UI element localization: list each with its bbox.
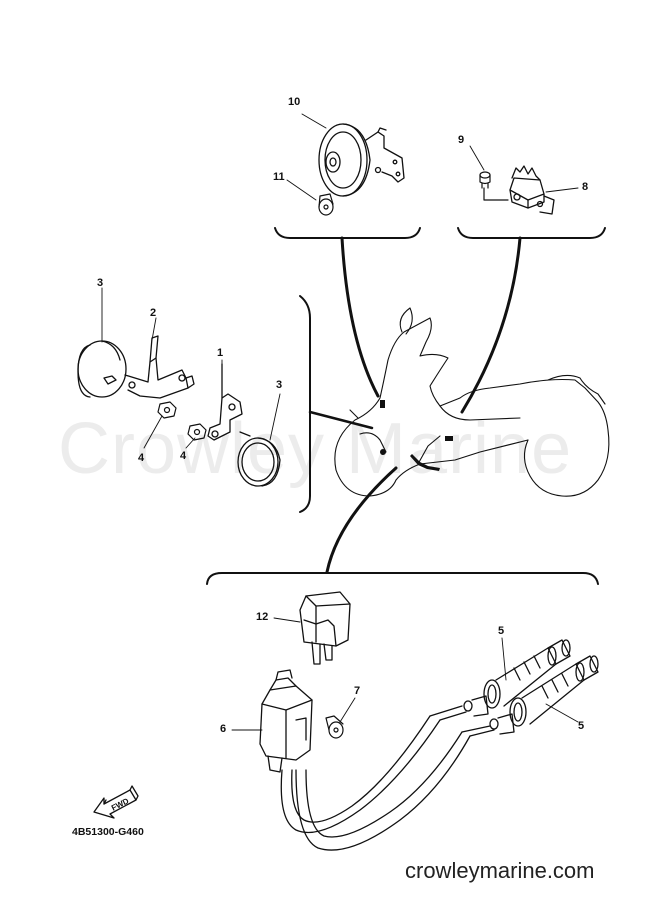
callout-10: 10	[288, 96, 301, 108]
bottom-group-bracket	[206, 572, 599, 585]
callout-2: 2	[150, 307, 157, 319]
leader-left	[308, 410, 374, 430]
bracket-rear	[124, 335, 195, 399]
cover-right	[237, 437, 281, 487]
leader-rectifier	[460, 236, 522, 414]
rectifier-group-bracket	[457, 227, 606, 239]
callout-11: 11	[273, 171, 285, 183]
nut-rear	[157, 401, 177, 419]
coil-nut	[325, 715, 344, 739]
callout-leaders	[101, 113, 579, 731]
callout-4-right: 4	[180, 450, 187, 462]
cover-left	[77, 340, 127, 398]
relay	[299, 591, 351, 665]
leader-horn	[340, 236, 380, 398]
callout-5-upper: 5	[498, 625, 505, 637]
part-code: 4B51300-G460	[72, 826, 144, 838]
left-group-bracket	[299, 295, 311, 513]
callout-6: 6	[220, 723, 227, 735]
spark-plug-leads	[280, 705, 495, 851]
horn-group-bracket	[274, 227, 421, 239]
leader-bottom	[325, 466, 398, 574]
callout-3-right: 3	[276, 379, 283, 391]
rectifier-bolt	[479, 171, 509, 201]
callout-12: 12	[256, 611, 269, 623]
fwd-arrow-icon: FWD	[93, 785, 139, 819]
spark-plug-cap-lower	[489, 655, 599, 735]
watermark: Crowley Marine	[58, 409, 573, 489]
callout-7: 7	[354, 685, 361, 697]
bracket-front	[207, 363, 251, 441]
site-url[interactable]: crowleymarine.com	[405, 858, 595, 883]
motorcycle-outline	[334, 307, 610, 497]
callout-1: 1	[217, 347, 224, 359]
callout-3-left: 3	[97, 277, 104, 289]
callout-9: 9	[458, 134, 465, 146]
nut-front	[187, 423, 207, 441]
callout-5-lower: 5	[578, 720, 585, 732]
spark-plug-cap-upper	[463, 639, 571, 717]
callout-8: 8	[582, 181, 589, 193]
ignition-coil	[259, 669, 313, 773]
horn-nut	[318, 193, 334, 216]
callout-4-left: 4	[138, 452, 145, 464]
horn	[318, 123, 405, 197]
rectifier	[509, 165, 555, 215]
motorcycle-component-marks	[380, 400, 453, 471]
